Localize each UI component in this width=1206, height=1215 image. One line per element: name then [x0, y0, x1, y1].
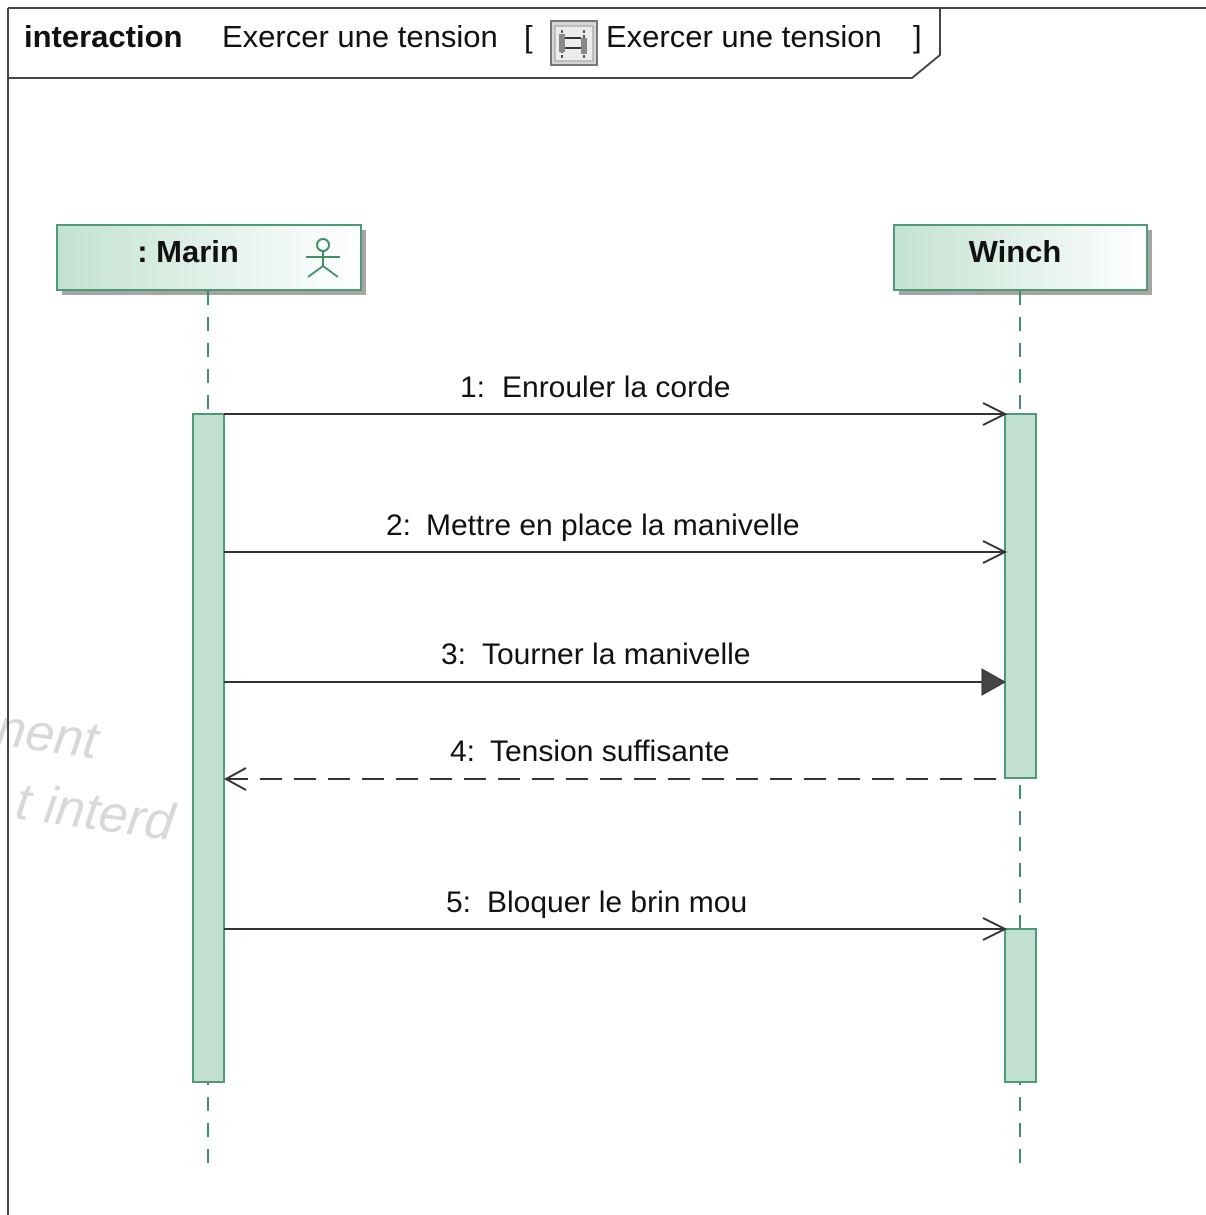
- actor-icon: [306, 238, 340, 278]
- frame-bracket-close: ]: [913, 19, 922, 54]
- message-2-label: Mettre en place la manivelle: [426, 509, 800, 542]
- watermark-line-2: t interd: [12, 772, 180, 852]
- lifeline-winch-label: Winch: [969, 234, 1062, 269]
- activation-winch-2[interactable]: [1004, 928, 1037, 1083]
- open-arrowhead-icon: [982, 540, 1008, 564]
- message-2[interactable]: 2: Mettre en place la manivelle: [224, 509, 1008, 564]
- watermark: nent t interd: [0, 699, 180, 853]
- filled-arrowhead-icon: [981, 668, 1007, 696]
- message-5[interactable]: 5: Bloquer le brin mou: [224, 886, 1008, 941]
- lifeline-marin[interactable]: : Marin: [56, 224, 366, 1163]
- frame-keyword: interaction: [24, 19, 182, 54]
- lifeline-winch[interactable]: Winch: [893, 224, 1152, 1163]
- frame-bracket-open: [: [524, 19, 533, 54]
- frame-name-tab: [8, 8, 941, 79]
- message-1-label: Enrouler la corde: [502, 371, 730, 404]
- message-4-number: 4:: [450, 735, 475, 768]
- message-2-number: 2:: [386, 509, 411, 542]
- message-3[interactable]: 3: Tourner la manivelle: [224, 638, 1007, 696]
- message-1-number: 1:: [460, 371, 485, 404]
- frame-ref-name[interactable]: Exercer une tension: [606, 19, 882, 54]
- message-5-label: Bloquer le brin mou: [487, 886, 747, 919]
- activation-marin[interactable]: [192, 413, 225, 1083]
- message-3-number: 3:: [441, 638, 466, 671]
- message-3-label: Tourner la manivelle: [482, 638, 750, 671]
- watermark-line-1: nent: [0, 699, 104, 771]
- lifeline-marin-label: : Marin: [137, 234, 239, 269]
- interaction-frame: interaction Exercer une tension [ Exerce…: [7, 7, 1206, 1215]
- open-arrowhead-icon: [223, 767, 247, 791]
- activation-winch-1[interactable]: [1004, 413, 1037, 779]
- message-4[interactable]: 4: Tension suffisante: [223, 735, 1004, 791]
- open-arrowhead-icon: [982, 402, 1008, 426]
- frame-name: Exercer une tension: [222, 19, 498, 54]
- lifeline-winch-head[interactable]: [893, 224, 1148, 291]
- message-5-number: 5:: [446, 886, 471, 919]
- sequence-diagram-icon[interactable]: [550, 20, 598, 66]
- message-1[interactable]: 1: Enrouler la corde: [224, 371, 1008, 426]
- open-arrowhead-icon: [982, 917, 1008, 941]
- message-4-label: Tension suffisante: [490, 735, 730, 768]
